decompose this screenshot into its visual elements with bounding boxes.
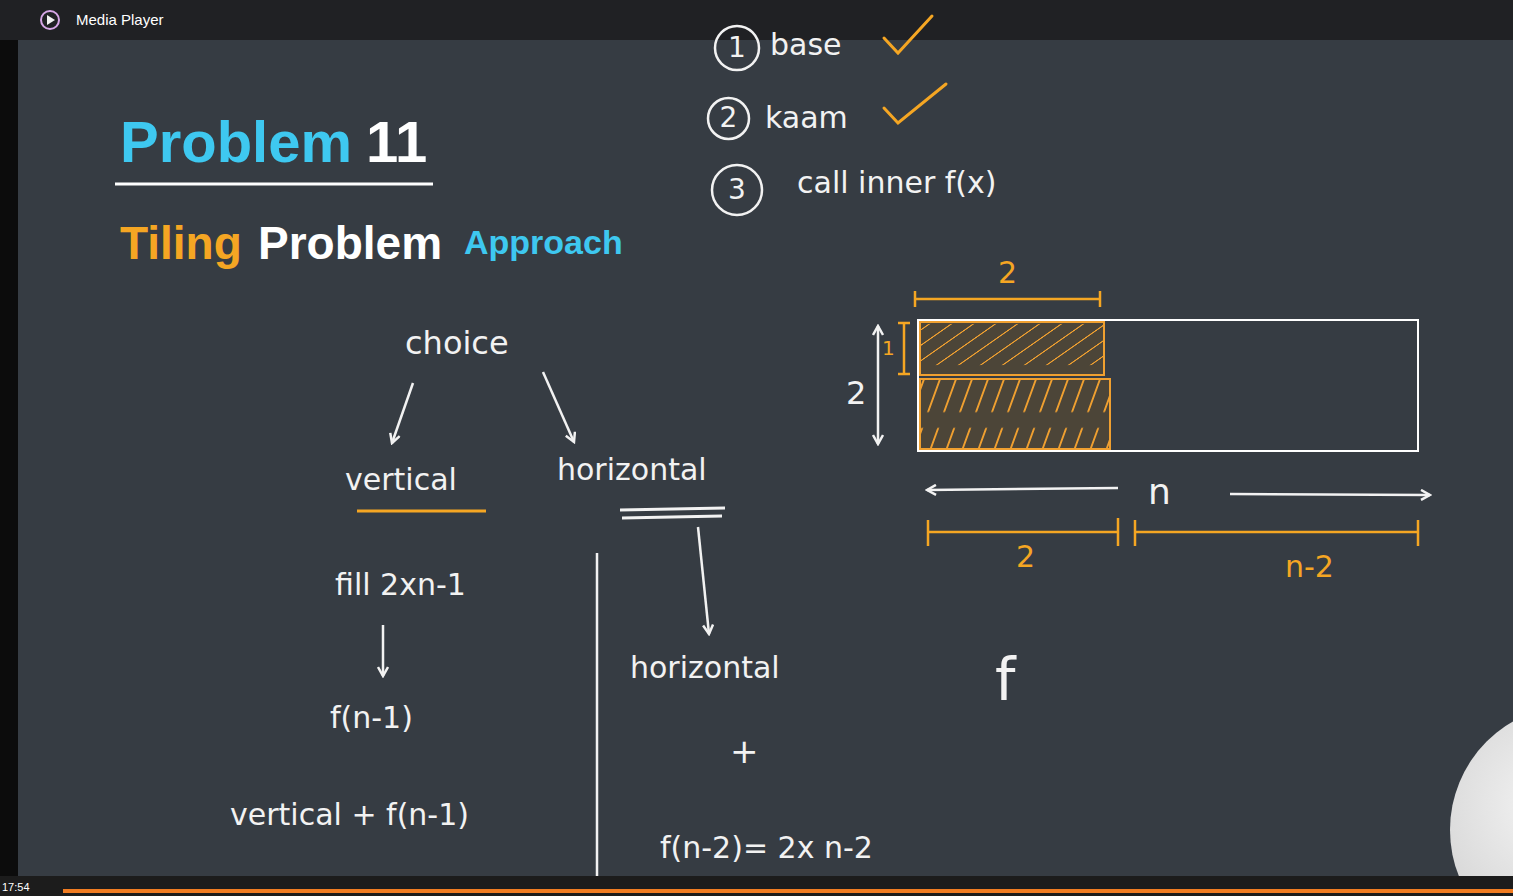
step-text: call inner f(x) [797,166,997,201]
webcam-overlay [1450,705,1513,896]
dimension-line [1230,494,1430,495]
step-number: 3 [710,174,764,206]
dimension-line [915,298,1100,301]
dimension-line [898,373,910,376]
underline [357,510,486,513]
handwritten-note: f(n-1) [330,701,413,736]
board-rectangle [918,320,1418,451]
webcam-overlay [1450,705,1513,896]
choice-arrow [382,625,385,676]
dimension-line [1135,531,1418,534]
slide-title: Problem [120,109,352,176]
bottom-bar [63,889,1513,893]
slide-subtitle: Approach [464,223,623,262]
dimension-line [927,488,1118,490]
step-circle: 1 [713,24,761,72]
side-strip [0,40,18,896]
handwritten-note: f(n-2)= 2x n-2 [660,831,873,866]
dimension-label: 2 [998,256,1017,291]
step-circle: 2 [706,96,751,141]
dimension-line [877,326,880,444]
title-bar [47,15,55,25]
tile [921,380,1109,448]
dimension-line [928,531,1118,534]
slide-title: 11 [366,109,427,176]
step-number: 2 [706,102,751,134]
handwritten-note: + [730,732,759,771]
slide-subtitle: Problem [258,217,442,270]
dimension-line [914,291,917,307]
dimension-line [927,520,930,546]
handwritten-note: horizontal [557,453,707,488]
choice-arrow [383,372,709,676]
underline [620,508,725,510]
bottom-bar [0,876,1513,896]
choice-arrow [698,527,709,634]
timestamp: 17:54 [2,881,30,894]
board-rectangle [918,320,1418,451]
check-mark [884,16,932,53]
step-number: 1 [713,32,761,64]
handwritten-note: vertical + f(n-1) [230,798,469,833]
choice-arrow [543,372,574,442]
bottom-bar [0,876,1513,896]
handwritten-note: horizontal [630,651,780,686]
dimension-line [903,323,906,374]
tile [920,379,1110,449]
title-bar [0,0,1513,40]
step-circle: 3 [710,163,764,217]
tile [921,323,1103,374]
handwritten-note: f [995,647,1015,714]
slide-subtitle: Tiling [120,217,242,270]
dimension-line [1417,520,1420,546]
step-text: base [770,28,842,63]
tile [920,322,1110,449]
dimension-label: 2 [846,375,866,412]
underline [357,508,725,518]
check-mark [884,16,946,123]
step-text: kaam [765,101,848,136]
separator-line [597,553,598,876]
dimension-line [898,322,910,325]
handwritten-note: choice [405,325,509,362]
handwritten-note: vertical [345,463,457,498]
dimension-label: n [1148,471,1171,512]
title-bar [0,0,1513,40]
choice-arrow [392,383,413,443]
side-strip [0,40,18,896]
underline [622,516,722,518]
title-bar [41,11,59,29]
window-title: Media Player [76,11,164,28]
check-mark [884,84,946,123]
dimension-line [1117,518,1120,546]
dimension-label: n-2 [1285,550,1334,585]
dimension-label: 1 [882,337,895,360]
title-underline [115,184,433,185]
title-underline [115,183,433,186]
handwritten-note: fill 2xn-1 [335,568,466,603]
dimension-line [1099,291,1102,307]
separator-line [596,553,599,876]
dimension-label: 2 [1016,540,1035,575]
tile [920,322,1104,375]
dimension-line [878,291,1430,546]
dimension-line [1134,520,1137,546]
